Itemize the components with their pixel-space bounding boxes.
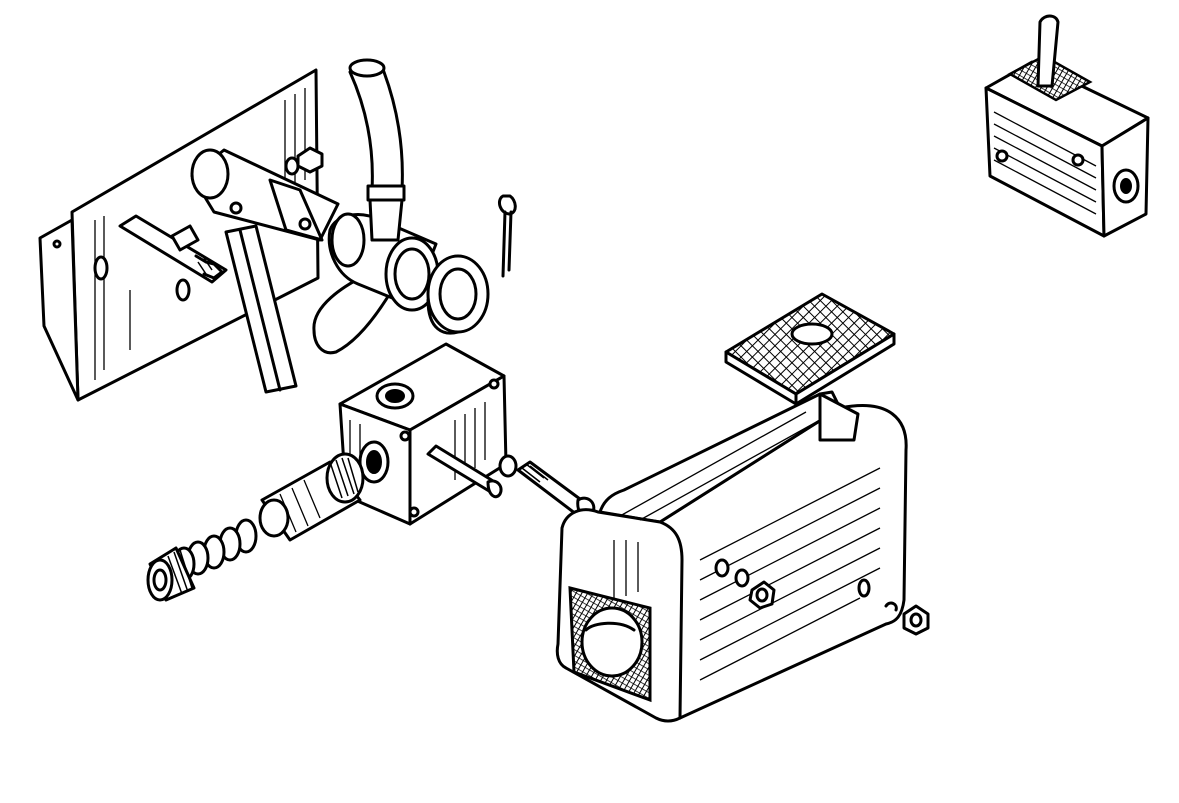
- cam-arm: [312, 274, 394, 355]
- bolt-washer: [498, 454, 518, 478]
- plate-hole-center: [175, 278, 191, 302]
- plate-hole-small: [52, 239, 62, 249]
- ring-washer: [426, 254, 490, 335]
- block-bolt: [426, 444, 503, 499]
- hose-fitting: [368, 198, 404, 242]
- air-hose: [348, 61, 404, 192]
- assembled-unit-inset: [984, 14, 1150, 238]
- yoke-end: [190, 148, 230, 200]
- inset-hose: [1036, 14, 1060, 88]
- lever-valve-assembly: [190, 58, 440, 394]
- housing-window-lens: [580, 606, 644, 678]
- cover-gasket: [724, 292, 896, 406]
- knurled-knob: [146, 546, 196, 602]
- main-housing: [555, 390, 908, 723]
- bolt-hex-nut: [170, 224, 200, 252]
- loose-nut: [884, 601, 930, 636]
- plunger-stack: [146, 452, 365, 602]
- cotter-pin: [498, 194, 517, 278]
- plate-hole-left: [93, 255, 109, 281]
- valve-body-block: [338, 342, 508, 526]
- gasket-hole: [790, 322, 834, 346]
- plate-bolt: [118, 214, 228, 284]
- hose-clamp: [366, 184, 406, 202]
- housing-bolt: [498, 454, 596, 518]
- spring: [172, 518, 258, 582]
